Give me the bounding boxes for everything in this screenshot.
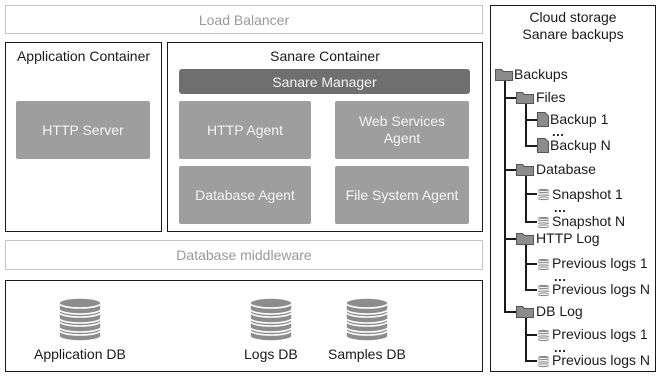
database-icon (345, 297, 389, 342)
file-icon (537, 112, 549, 127)
tree-connector (525, 193, 537, 195)
tree-folder-db-log: DB Log (536, 303, 583, 319)
tree-connector (525, 119, 537, 121)
databases-panel: Application DB Logs DB Samples DB (5, 280, 483, 372)
file-icon (537, 138, 549, 153)
tree-item-db-previous-logs-1: Previous logs 1 (552, 326, 648, 342)
database-icon (537, 215, 550, 229)
tree-ellipsis: ... (552, 124, 565, 139)
database-icon (249, 297, 293, 342)
folder-icon (516, 306, 534, 318)
load-balancer-label: Load Balancer (198, 11, 290, 28)
tree-connector (504, 169, 516, 171)
folder-icon (516, 233, 534, 245)
samples-db-label: Samples DB (328, 346, 406, 362)
tree-connector (525, 263, 537, 265)
tree-item-snapshot-n: Snapshot N (552, 213, 626, 229)
tree-connector (525, 289, 537, 291)
tree-connector (525, 221, 537, 223)
tree-ellipsis: ... (554, 200, 567, 215)
tree-item-http-previous-logs-1: Previous logs 1 (552, 255, 648, 271)
web-services-agent-box: Web Services Agent (335, 101, 469, 159)
sanare-container-title: Sanare Container (270, 48, 380, 64)
http-server-box: HTTP Server (16, 101, 150, 159)
database-agent-box: Database Agent (179, 166, 311, 224)
database-middleware-label: Database middleware (176, 247, 312, 263)
tree-ellipsis: ... (554, 269, 567, 284)
tree-ellipsis: ... (554, 340, 567, 355)
tree-connector (504, 97, 516, 99)
tree-item-http-previous-logs-n: Previous logs N (552, 281, 651, 297)
tree-connector (525, 104, 527, 146)
folder-icon (516, 92, 534, 104)
tree-connector (525, 145, 537, 147)
cloud-storage-subtitle: Sanare backups (522, 26, 624, 42)
tree-connector (504, 311, 516, 313)
database-icon (537, 328, 550, 342)
tree-root-backups: Backups (514, 66, 568, 82)
application-container-title: Application Container (16, 48, 151, 64)
tree-connector (525, 334, 537, 336)
tree-item-db-previous-logs-n: Previous logs N (552, 352, 651, 368)
logs-db: Logs DB (244, 294, 298, 362)
tree-item-backup-n: Backup N (550, 137, 611, 153)
tree-folder-files: Files (536, 89, 566, 105)
tree-connector (504, 81, 506, 312)
tree-folder-database: Database (536, 161, 596, 177)
samples-db: Samples DB (328, 294, 406, 362)
sanare-manager-bar: Sanare Manager (179, 69, 470, 94)
sanare-container: Sanare Container Sanare Manager HTTP Age… (167, 42, 483, 232)
tree-connector (504, 238, 516, 240)
tree-folder-http-log: HTTP Log (536, 230, 600, 246)
tree-connector (525, 360, 537, 362)
application-container: Application Container HTTP Server (5, 42, 162, 232)
application-db: Application DB (34, 294, 126, 362)
backup-tree: Backups Files Backup 1 ... Backup N Data… (491, 6, 657, 373)
http-agent-box: HTTP Agent (179, 101, 311, 159)
cloud-storage-panel: Cloud storage Sanare backups Backups Fil… (490, 5, 656, 372)
tree-item-backup-1: Backup 1 (550, 111, 609, 127)
cloud-storage-title: Cloud storage (529, 9, 617, 25)
tree-connector (525, 176, 527, 222)
folder-icon (495, 69, 513, 81)
database-middleware: Database middleware (5, 240, 483, 270)
tree-connector (525, 318, 527, 361)
database-icon (537, 187, 550, 201)
tree-item-snapshot-1: Snapshot 1 (552, 186, 623, 202)
application-db-label: Application DB (34, 346, 126, 362)
folder-icon (516, 164, 534, 176)
tree-connector (525, 245, 527, 290)
database-icon (537, 283, 550, 297)
file-system-agent-box: File System Agent (335, 166, 469, 224)
database-icon (537, 257, 550, 271)
logs-db-label: Logs DB (244, 346, 298, 362)
database-icon (58, 297, 102, 342)
load-balancer: Load Balancer (5, 5, 483, 34)
database-icon (537, 354, 550, 368)
